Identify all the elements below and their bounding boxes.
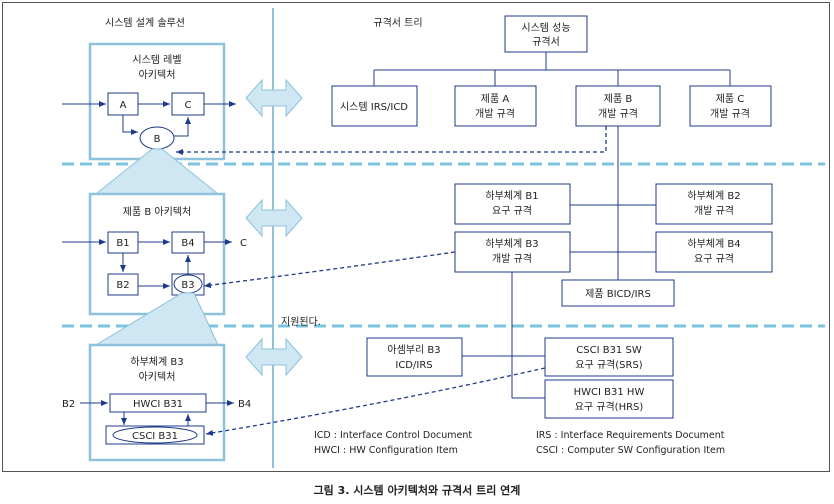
legend-csci: CSCI : Computer SW Configuration Item xyxy=(536,445,725,456)
hwci-label: HWCI B31 xyxy=(133,399,183,410)
system-arch-title-1: 시스템 레벨 xyxy=(132,54,181,66)
spec-csci-line-2: 요구 규격(SRS) xyxy=(575,358,643,371)
spec-product-c-line-2: 개발 규격 xyxy=(710,107,750,120)
spec-product-a-line-1: 제품 A xyxy=(481,93,510,105)
spec-assembly-line-1: 아셈부리 B3 xyxy=(387,344,440,356)
spec-product-b-line-1: 제품 B xyxy=(604,93,633,105)
node-c-label: C xyxy=(185,100,192,111)
spec-product-b xyxy=(575,85,661,127)
spec-subsystem-b3 xyxy=(454,231,571,273)
spec-csci-b31 xyxy=(544,337,674,377)
spec-b3-line-1: 하부체계 B3 xyxy=(485,237,538,250)
spec-b4-line-1: 하부체계 B4 xyxy=(687,237,740,250)
spec-product-a-line-2: 개발 규격 xyxy=(475,107,515,120)
csci-label: CSCI B31 xyxy=(132,431,178,442)
figure-caption: 그림 3. 시스템 아키텍처와 규격서 트리 연계 xyxy=(314,483,521,497)
spec-b3-line-2: 개발 규격 xyxy=(492,252,532,265)
spec-hwci-b31 xyxy=(544,379,674,419)
spec-system-irs-icd-label: 시스템 IRS/ICD xyxy=(340,101,408,113)
spec-b4-line-2: 요구 규격 xyxy=(694,252,734,265)
spec-subsystem-b1 xyxy=(454,183,571,225)
spec-b2-line-1: 하부체계 B2 xyxy=(687,189,740,202)
csci-ellipse xyxy=(112,426,198,444)
subsystem-arch-title-2: 아키텍처 xyxy=(139,371,176,383)
node-b2-label: B2 xyxy=(116,280,129,291)
spec-bicd-label: 제품 BICD/IRS xyxy=(585,288,651,300)
spec-product-c-line-1: 제품 C xyxy=(716,93,745,105)
spec-root xyxy=(504,15,588,53)
figure-frame xyxy=(2,2,830,472)
node-b3-label: B3 xyxy=(181,280,194,291)
legend-hwci: HWCI : HW Configuration Item xyxy=(314,445,458,456)
spec-subsystem-b2 xyxy=(655,183,773,225)
spec-product-a xyxy=(454,85,537,127)
spec-product-bicd-irs xyxy=(561,279,675,307)
spec-b1-line-2: 요구 규격 xyxy=(492,204,532,217)
spec-system-irs-icd xyxy=(331,85,418,127)
trace-csci-to-csci-spec xyxy=(205,367,546,436)
node-b2 xyxy=(107,273,139,296)
link-arrow-2 xyxy=(245,198,303,238)
spec-b1-line-1: 하부체계 B1 xyxy=(485,189,538,202)
node-b-label: B xyxy=(154,134,161,145)
spec-product-c xyxy=(689,85,772,127)
subsystem-output: B4 xyxy=(238,399,251,410)
spec-root-line-1: 시스템 성능 xyxy=(521,22,570,34)
supported-label: 지원된다. xyxy=(281,316,321,328)
spec-hwci-line-1: HWCI B31 HW xyxy=(574,387,645,398)
left-heading: 시스템 설계 솔루션 xyxy=(105,17,185,29)
node-a-label: A xyxy=(120,100,127,111)
spec-assembly-line-2: ICD/IRS xyxy=(395,360,432,371)
system-arch-title-2: 아키텍처 xyxy=(139,69,176,81)
subsystem-input: B2 xyxy=(62,399,75,410)
legend-icd: ICD : Interface Control Document xyxy=(314,430,472,441)
spec-b2-line-2: 개발 규격 xyxy=(694,204,734,217)
link-arrow-1 xyxy=(245,78,303,118)
spec-product-b-line-2: 개발 규격 xyxy=(598,107,638,120)
right-heading: 규격서 트리 xyxy=(373,16,422,29)
node-b4-label: B4 xyxy=(181,238,194,249)
trace-b3-to-subsystem-b3 xyxy=(203,251,456,289)
subsystem-arch-title-1: 하부체계 B3 xyxy=(130,355,183,368)
spec-subsystem-b4 xyxy=(655,231,773,273)
spec-hwci-line-2: 요구 규격(HRS) xyxy=(575,400,644,413)
legend-irs: IRS : Interface Requirements Document xyxy=(536,430,725,441)
spec-csci-line-1: CSCI B31 SW xyxy=(576,345,642,356)
product-arch-output: C xyxy=(240,238,247,249)
link-arrow-3 xyxy=(245,337,303,377)
product-arch-title: 제품 B 아키텍처 xyxy=(123,206,191,218)
spec-assembly-b3 xyxy=(366,337,463,377)
node-b1-label: B1 xyxy=(116,238,129,249)
trace-b-to-product-b xyxy=(176,126,607,155)
spec-root-line-2: 규격서 xyxy=(532,35,560,48)
